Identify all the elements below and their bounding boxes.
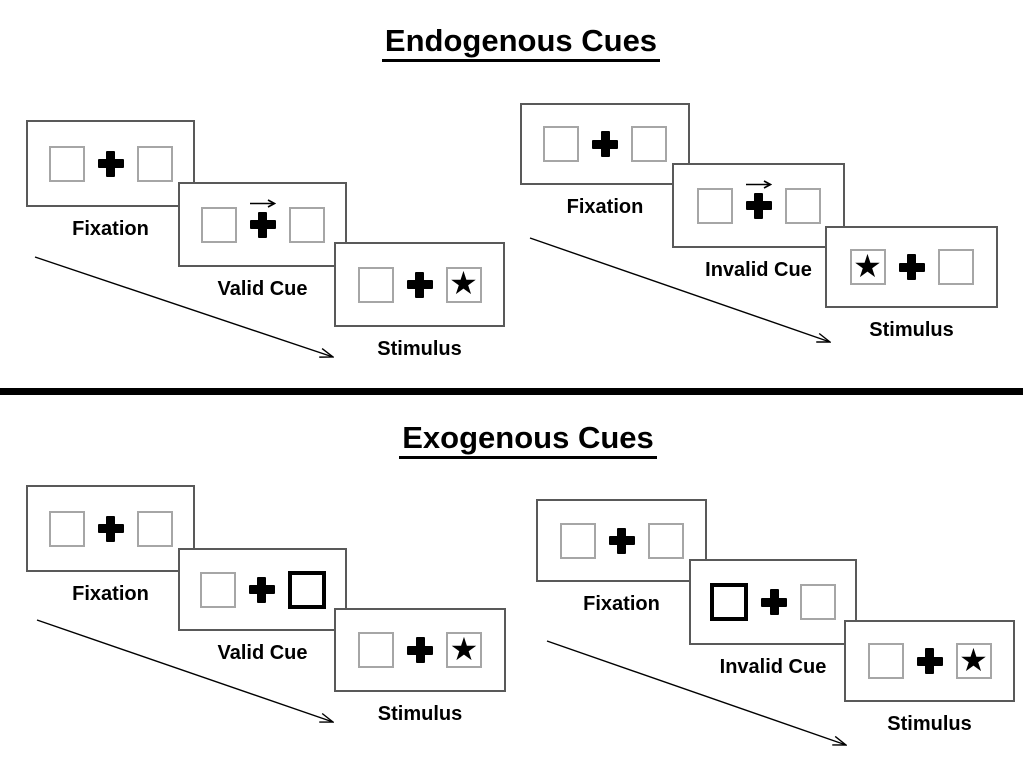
fixation-cross-icon	[608, 527, 635, 554]
right-box	[631, 126, 667, 162]
right-box	[288, 206, 325, 243]
right-box: ★	[446, 632, 482, 668]
right-box: ★	[445, 264, 482, 303]
left-box	[543, 126, 579, 162]
section-title-endogenous: Endogenous Cues	[0, 22, 1023, 62]
right-box	[784, 187, 821, 224]
section-title-text: Endogenous Cues	[381, 23, 661, 62]
fixation-cross-icon	[898, 254, 925, 280]
panel-label: Stimulus	[377, 703, 463, 725]
left-box: ★	[849, 246, 886, 285]
section-divider	[0, 388, 1023, 395]
panel-label: Invalid Cue	[719, 656, 827, 678]
star-icon: ★	[449, 264, 478, 302]
panel-endogenous-invalid-cue	[672, 163, 845, 248]
fixation-cross-icon	[406, 271, 433, 298]
fixation-cross-icon	[916, 648, 943, 674]
cue-arrow-right-icon	[249, 198, 276, 208]
panel-endogenous-valid-fixation	[26, 120, 195, 207]
panel-label: Fixation	[566, 196, 644, 218]
panel-label: Fixation	[72, 218, 149, 240]
right-box	[937, 249, 974, 285]
star-icon: ★	[853, 246, 882, 285]
panel-label: Stimulus	[377, 338, 462, 360]
section-title-text: Exogenous Cues	[399, 420, 657, 459]
section-title-exogenous: Exogenous Cues	[0, 419, 1023, 459]
fixation-cross-icon	[97, 515, 124, 542]
sequence-arrow-endogenous-valid	[34, 256, 333, 357]
right-box	[136, 145, 173, 182]
panel-exogenous-invalid-stimulus: ★	[844, 620, 1015, 702]
right-box	[136, 510, 173, 547]
left-box	[867, 643, 904, 679]
panel-exogenous-valid-stimulus: ★	[334, 608, 506, 692]
left-box	[48, 145, 85, 182]
right-box	[800, 584, 836, 620]
fixation-cross-icon	[248, 576, 275, 603]
fixation-cross-icon	[249, 198, 276, 238]
panel-label: Stimulus	[869, 319, 954, 341]
fixation-cross-icon	[745, 179, 772, 219]
fixation-cross-icon	[97, 150, 124, 177]
left-box	[696, 187, 733, 224]
highlighted-box	[287, 570, 326, 609]
sequence-arrow-exogenous-invalid	[546, 640, 846, 745]
panel-label: Invalid Cue	[705, 259, 812, 281]
panel-exogenous-invalid-fixation	[536, 499, 707, 582]
panel-endogenous-valid-stimulus: ★	[334, 242, 505, 327]
left-box	[358, 632, 394, 668]
fixation-cross-icon	[761, 589, 787, 615]
panel-exogenous-invalid-cue	[689, 559, 857, 645]
panel-endogenous-valid-cue	[178, 182, 347, 267]
fixation-cross-icon	[407, 637, 433, 663]
left-box	[199, 571, 236, 608]
left-box	[200, 206, 237, 243]
panel-endogenous-invalid-fixation	[520, 103, 690, 185]
panel-label: Fixation	[583, 593, 660, 615]
left-box	[559, 522, 596, 559]
left-box	[357, 266, 394, 303]
right-box	[647, 522, 684, 559]
panel-label: Stimulus	[887, 713, 972, 735]
star-icon: ★	[959, 640, 988, 679]
panel-exogenous-valid-cue	[178, 548, 347, 631]
fixation-cross-icon	[592, 131, 618, 157]
highlighted-box	[710, 583, 748, 621]
sequence-arrow-endogenous-invalid	[529, 237, 830, 342]
star-icon: ★	[449, 629, 479, 668]
sequence-arrow-exogenous-valid	[36, 619, 333, 722]
left-box	[48, 510, 85, 547]
cue-arrow-right-icon	[745, 179, 772, 189]
panel-label: Fixation	[72, 583, 149, 605]
right-box: ★	[955, 640, 992, 679]
panel-label: Valid Cue	[217, 278, 308, 300]
panel-endogenous-invalid-stimulus: ★	[825, 226, 998, 308]
panel-label: Valid Cue	[217, 642, 308, 664]
panel-exogenous-valid-fixation	[26, 485, 195, 572]
